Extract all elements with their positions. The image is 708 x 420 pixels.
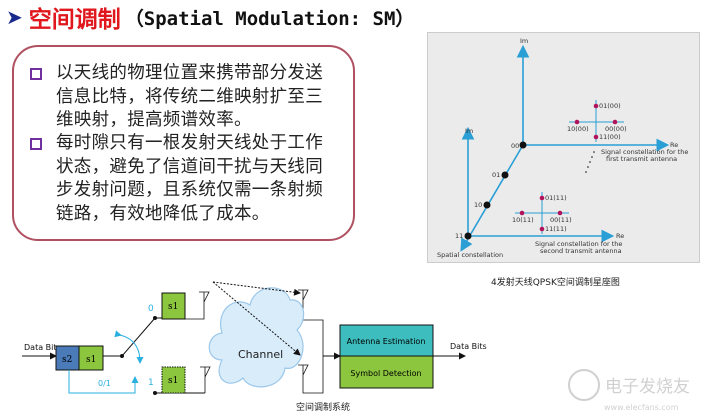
symbol-point: [539, 195, 545, 201]
constellation-caption: 4发射天线QPSK空间调制星座图: [491, 276, 620, 288]
s2-label: s2: [62, 355, 72, 365]
symbol-point: [539, 226, 545, 232]
switch-rotate-icon: [114, 330, 144, 364]
symbol-point: [612, 119, 618, 125]
symbol-label: 10(11): [512, 216, 534, 224]
bullet-box: [12, 45, 355, 241]
spatial-label: 11: [455, 232, 463, 240]
data-out-label: Data Bits: [450, 342, 487, 351]
spatial-label: 00: [511, 142, 519, 150]
re-label: Re: [670, 141, 678, 149]
square-bullet-icon: [30, 68, 42, 80]
s1-block: [78, 345, 104, 371]
s1-label: s1: [86, 355, 96, 365]
symbol-point: [519, 210, 525, 216]
symbol-detection-label: Symbol Detection: [350, 369, 421, 378]
im-label: Im: [520, 37, 528, 45]
symbol-point: [557, 210, 563, 216]
channel-path: [212, 281, 301, 356]
symbol-detection-block: [339, 355, 434, 389]
symbol-label: 10(00): [567, 125, 589, 133]
title-chinese: 空间调制: [28, 7, 121, 33]
s1-label: s1: [168, 302, 178, 312]
square-bullet-icon: [30, 138, 42, 150]
bullet-text: 以天线的物理位置来携带部分发送信息比特，将传统二维映射扩至三维映射，提高频谱效率…: [56, 63, 323, 130]
second-antenna-label: second transmit antenna: [540, 247, 622, 255]
first-antenna-label: Signal constellation for the: [601, 148, 688, 156]
spatial-label: 10: [474, 201, 482, 209]
symbol-label: 00(00): [605, 125, 627, 133]
channel-path-dashed: [212, 281, 301, 296]
tx-antenna-icon: [200, 366, 211, 393]
title-english: （Spatial Modulation: SM）: [124, 7, 415, 30]
bullet-item: 以天线的物理位置来携带部分发送信息比特，将传统二维映射扩至三维映射，提高频谱效率…: [30, 62, 331, 133]
watermark-url: www.elecfans.com: [604, 403, 679, 412]
symbol-label: 00(11): [550, 216, 572, 224]
symbol-label: 01(11): [545, 194, 567, 202]
bullet-item: 每时隙只有一根发射天线处于工作状态，避免了信道间干扰与天线同步发射问题，且系统仅…: [30, 132, 331, 226]
channel-cloud: [208, 287, 305, 388]
branch-1-label: 1: [148, 378, 154, 388]
im-label: Im: [465, 127, 473, 135]
symbol-point: [593, 103, 599, 109]
spatial-point: [501, 171, 509, 179]
select-line: [68, 370, 139, 394]
re-label: Re: [616, 232, 624, 240]
bullet-text: 每时隙只有一根发射天线处于工作状态，避免了信道间干扰与天线同步发射问题，且系统仅…: [56, 133, 323, 224]
symbol-label: 11(00): [599, 133, 621, 141]
spatial-point: [483, 201, 491, 209]
symbol-point: [593, 134, 599, 140]
watermark-text: 电子发烧友: [605, 377, 690, 397]
s1-label: s1: [168, 376, 178, 386]
spatial-point: [464, 232, 472, 240]
symbol-label: 01(00): [599, 102, 621, 110]
s1-tx0-block: [161, 292, 186, 320]
spatial-label: 01: [492, 171, 500, 179]
arrow-bullet-icon: ➤: [6, 5, 23, 29]
second-antenna-label: Signal constellation for the: [535, 240, 622, 248]
spatial-constellation-label: Spatial constellation: [437, 251, 503, 259]
watermark-logo: 电子发烧友 www.elecfans.com: [568, 369, 690, 412]
first-antenna-label: first transmit antenna: [606, 155, 677, 163]
slide-title: ➤ 空间调制 （Spatial Modulation: SM）: [6, 3, 415, 33]
constellation-panel: [427, 32, 700, 263]
system-caption: 空间调制系统: [296, 401, 350, 413]
symbol-label: 11(11): [545, 225, 567, 233]
spatial-axis: [460, 144, 524, 252]
data-in-label: Data Bits: [24, 343, 61, 352]
spatial-point: [519, 141, 527, 149]
antenna-estimation-label: Antenna Estimation: [347, 337, 426, 346]
symbol-point: [574, 119, 580, 125]
select-label: 0/1: [98, 379, 111, 388]
branch-0-label: 0: [148, 304, 154, 314]
channel-label: Channel: [238, 348, 283, 361]
tx-antenna-icon: [185, 291, 210, 320]
antenna-estimation-block: [339, 324, 434, 357]
s1-tx1-block: [161, 366, 186, 394]
